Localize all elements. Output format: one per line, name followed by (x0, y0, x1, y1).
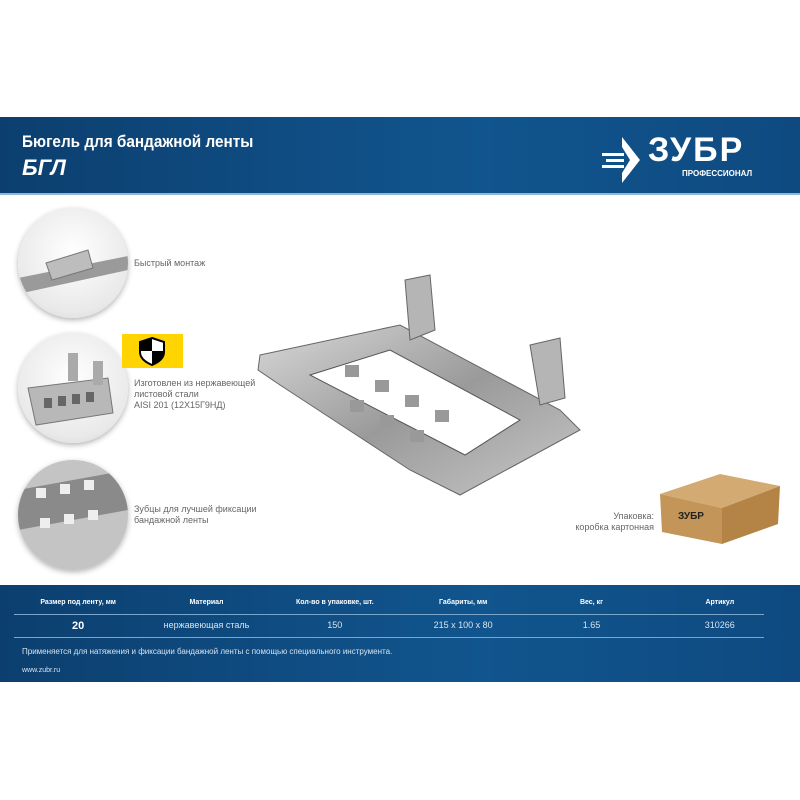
logo-subtitle: ПРОФЕССИОНАЛ (682, 169, 753, 178)
col-header: Размер под ленту, мм (40, 599, 116, 606)
packaging-label: Упаковка: коробка картонная (575, 511, 654, 533)
header-banner: Бюгель для бандажной ленты БГЛ ЗУБР ПРОФ… (0, 117, 800, 195)
shield-icon (139, 336, 165, 367)
col-header: Кол-во в упаковке, шт. (295, 599, 374, 606)
cell-material: нержавеющая сталь (163, 620, 250, 630)
spec-table-row: 20 нержавеющая сталь 150 215 x 100 x 80 … (14, 620, 784, 632)
logo-word: ЗУБР (648, 131, 745, 169)
usage-note: Применяется для натяжения и фиксации бан… (22, 647, 393, 656)
feature-image-mounting (18, 208, 128, 318)
website-link[interactable]: www.zubr.ru (22, 667, 61, 674)
packaging-box-image: ЗУБР (660, 474, 780, 544)
cell-weight: 1.65 (582, 620, 601, 630)
feature-line: AISI 201 (12Х15Г9НД) (134, 400, 226, 410)
feature-line: бандажной ленты (134, 515, 209, 525)
spec-panel: Размер под ленту, мм Материал Кол-во в у… (0, 585, 800, 682)
product-model: БГЛ (22, 155, 66, 180)
brand-logo: ЗУБР ПРОФЕССИОНАЛ (600, 131, 780, 185)
logo-arrow-icon (602, 137, 640, 183)
col-header: Материал (189, 599, 224, 606)
cell-quantity: 150 (327, 620, 343, 630)
shield-badge (122, 334, 183, 368)
feature-fast-mounting: Быстрый монтаж (134, 258, 206, 268)
divider (14, 637, 764, 638)
feature-line: Изготовлен из нержавеющей (134, 378, 256, 388)
packaging-line: коробка картонная (575, 522, 654, 532)
cell-dimensions: 215 x 100 x 80 (433, 620, 493, 630)
feature-stainless-steel: Изготовлен из нержавеющей листовой стали… (134, 378, 255, 411)
col-header: Вес, кг (579, 599, 603, 606)
cell-tape-size: 20 (72, 620, 85, 632)
col-header: Габариты, мм (439, 599, 488, 606)
feature-image-teeth (18, 460, 128, 570)
spec-table-header: Размер под ленту, мм Материал Кол-во в у… (14, 599, 784, 606)
col-header: Артикул (705, 599, 735, 606)
product-image-buckle (257, 274, 581, 496)
feature-line: Зубцы для лучшей фиксации (134, 504, 257, 514)
divider (14, 614, 764, 615)
feature-line: листовой стали (134, 389, 199, 399)
feature-image-steel (18, 333, 128, 443)
svg-text:ЗУБР: ЗУБР (678, 511, 704, 522)
packaging-line: Упаковка: (613, 511, 654, 521)
cell-article: 310266 (704, 620, 735, 630)
feature-teeth: Зубцы для лучшей фиксации бандажной лент… (134, 504, 257, 526)
product-title: Бюгель для бандажной ленты (22, 132, 254, 151)
